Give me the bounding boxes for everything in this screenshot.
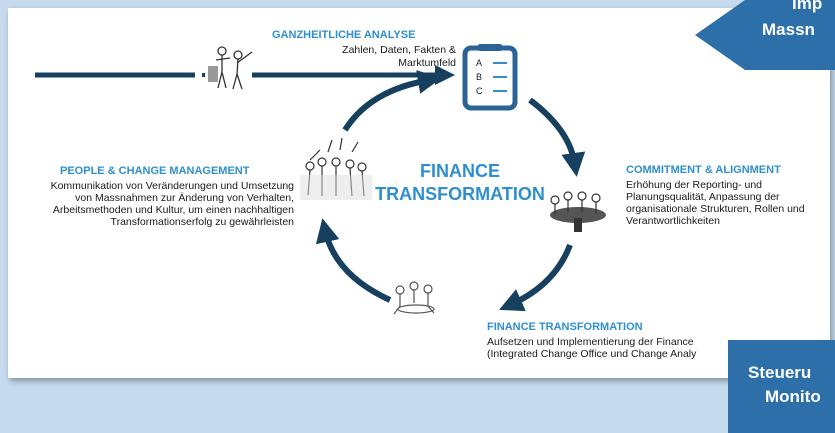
callout-top-line-2: Massn: [762, 20, 815, 39]
stage-commitment-desc-1: Erhöhung der Reporting- und: [626, 179, 763, 191]
arrow-top-to-right: [528, 97, 586, 177]
checklist-item-c: C: [476, 86, 483, 96]
people-pointing-icon: [208, 46, 253, 90]
callout-top-line-1: Imp: [792, 0, 823, 13]
stage-analyse-desc-2: Marktumfeld: [398, 57, 456, 69]
stage-transformation-title: FINANCE TRANSFORMATION: [487, 321, 643, 333]
high-five-team-icon: [300, 137, 372, 200]
center-title-line-2: TRANSFORMATION: [375, 184, 545, 204]
diagram-card: [8, 8, 830, 378]
stage-people-desc-3: Arbeitsmethoden und Kultur, um einen nac…: [52, 204, 294, 216]
center-title-line-1: FINANCE: [420, 161, 500, 181]
stage-commitment-title: COMMITMENT & ALIGNMENT: [626, 164, 781, 176]
stage-commitment-desc-3: organisationale Strukturen, Rollen und: [626, 203, 805, 215]
stage-transformation-desc-2: (Integrated Change Office und Change Ana…: [487, 348, 697, 360]
stage-analyse-title: GANZHEITLICHE ANALYSE: [272, 29, 416, 41]
arrow-bottom-to-left: [315, 218, 392, 303]
stage-people-desc-2: von Massnahmen zur Änderung von Verhalte…: [75, 192, 294, 204]
stage-people-desc-1: Kommunikation von Veränderungen und Umse…: [50, 180, 294, 192]
checklist-item-a: A: [476, 58, 483, 68]
team-meeting-icon: [550, 191, 606, 232]
arrow-right-to-bottom: [499, 243, 573, 312]
stage-commitment-desc-2: Planungsqualität, Anpassung der: [626, 191, 780, 203]
stage-commitment-desc-4: Verantwortlichkeiten: [626, 215, 720, 227]
callout-bottom-shape: [728, 340, 835, 433]
stage-people-title: PEOPLE & CHANGE MANAGEMENT: [60, 165, 250, 177]
stage-people-desc-4: Transformationserfolg zu gewährleisten: [110, 216, 294, 228]
group-discussion-icon: [393, 281, 435, 315]
callout-bottom-line-1: Steueru: [748, 363, 812, 382]
arrow-left-to-top: [342, 70, 442, 132]
callout-bottom-line-2: Monito: [765, 387, 821, 406]
checklist-item-b: B: [476, 72, 483, 82]
checklist-icon: [462, 44, 518, 111]
callout-top-shape: [695, 0, 835, 70]
stage-transformation-desc-1: Aufsetzen und Implementierung der Financ…: [487, 336, 694, 348]
stage-analyse-desc-1: Zahlen, Daten, Fakten &: [342, 44, 456, 56]
